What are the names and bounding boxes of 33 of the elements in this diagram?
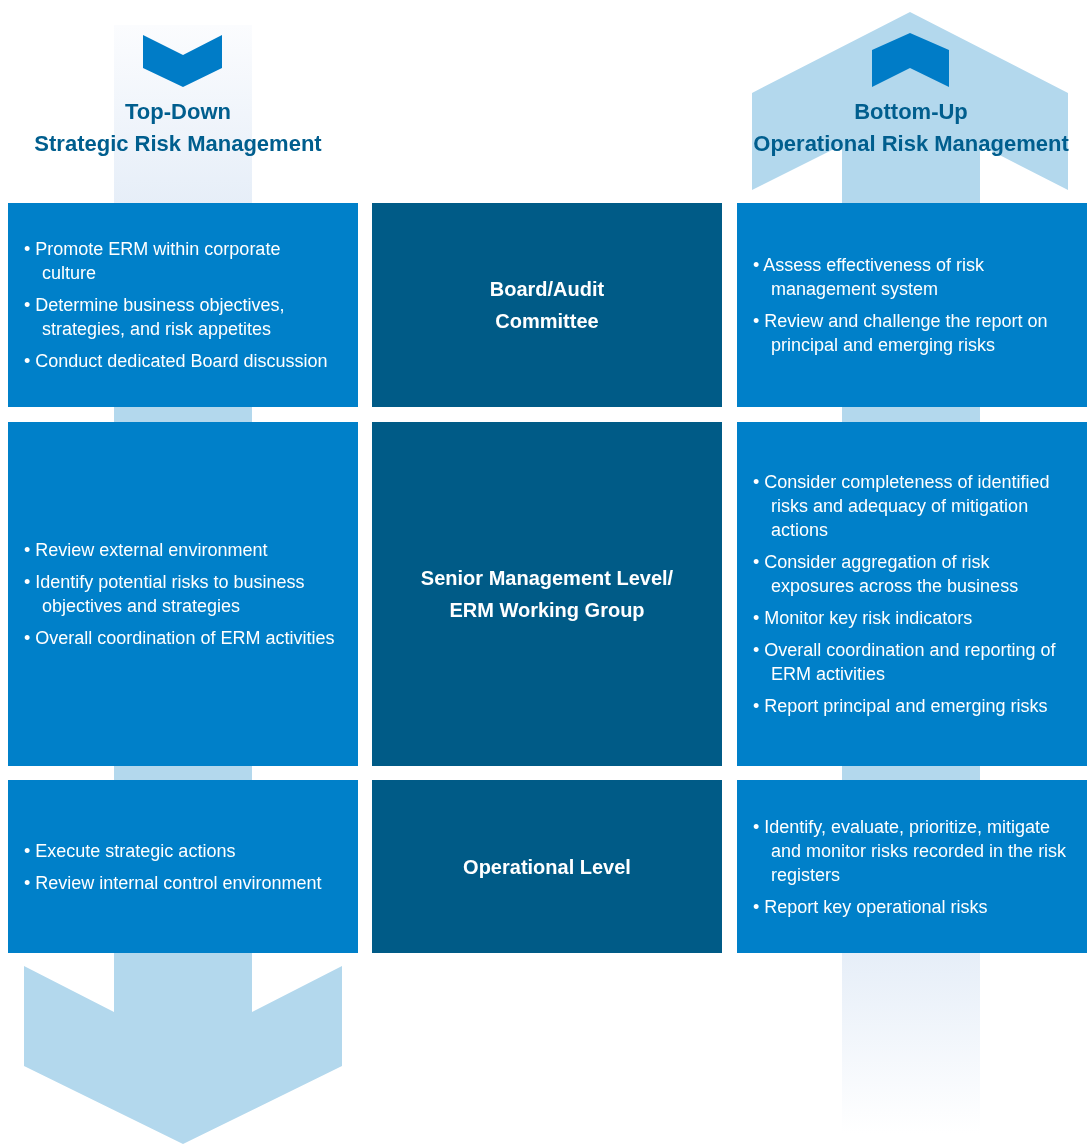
- bullet-item: • Monitor key risk indicators: [753, 607, 974, 630]
- bullet-item: • Identify, evaluate, prioritize, mitigate and monitor risks recorded in the risk registers: [753, 815, 1067, 887]
- bullet-item: • Execute strategic actions: [24, 839, 237, 863]
- level-box: [372, 780, 722, 953]
- bullet-item: • Overall coordination and reporting of ERM activities: [753, 639, 1057, 686]
- bullet-item: • Consider aggregation of risk exposures across the business: [753, 551, 1020, 598]
- heading-text: Bottom-Up: [854, 98, 968, 126]
- responsibility-box: [8, 422, 358, 766]
- bullet-item: • Overall coordination of ERM activities: [24, 627, 336, 650]
- level-title: Operational Level: [463, 854, 631, 880]
- level-box: [372, 422, 722, 766]
- responsibility-box: [8, 203, 358, 407]
- bullet-item: • Report principal and emerging risks: [753, 695, 1049, 718]
- bullet-item: • Identify potential risks to business objectives and strategies: [24, 571, 306, 618]
- bullet-item: • Review and challenge the report on principal and emerging risks: [753, 310, 1049, 357]
- bullet-item: • Review external environment: [24, 539, 269, 562]
- bullet-item: • Consider completeness of identified risks and adequacy of mitigation actions: [753, 471, 1051, 542]
- heading-text: Strategic Risk Management: [34, 130, 322, 158]
- bullet-item: • Determine business objectives, strategies, and risk appetites: [24, 294, 286, 341]
- bullet-item: • Report key operational risks: [753, 895, 989, 919]
- bullet-item: • Assess effectiveness of risk management system: [753, 254, 986, 301]
- level-title: Senior Management Level/ ERM Working Group: [419, 566, 675, 623]
- responsibility-box: [737, 422, 1087, 766]
- responsibility-box: [8, 780, 358, 953]
- heading-text: Top-Down: [125, 98, 231, 126]
- bullet-item: • Review internal control environment: [24, 871, 323, 895]
- heading-text: Operational Risk Management: [753, 130, 1069, 158]
- responsibility-box: [737, 203, 1087, 407]
- level-box: [372, 203, 722, 407]
- responsibility-box: [737, 780, 1087, 953]
- level-title: Board/Audit Committee: [488, 277, 606, 334]
- bullet-item: • Conduct dedicated Board discussion: [24, 350, 329, 373]
- bullet-item: • Promote ERM within corporate culture: [24, 238, 282, 285]
